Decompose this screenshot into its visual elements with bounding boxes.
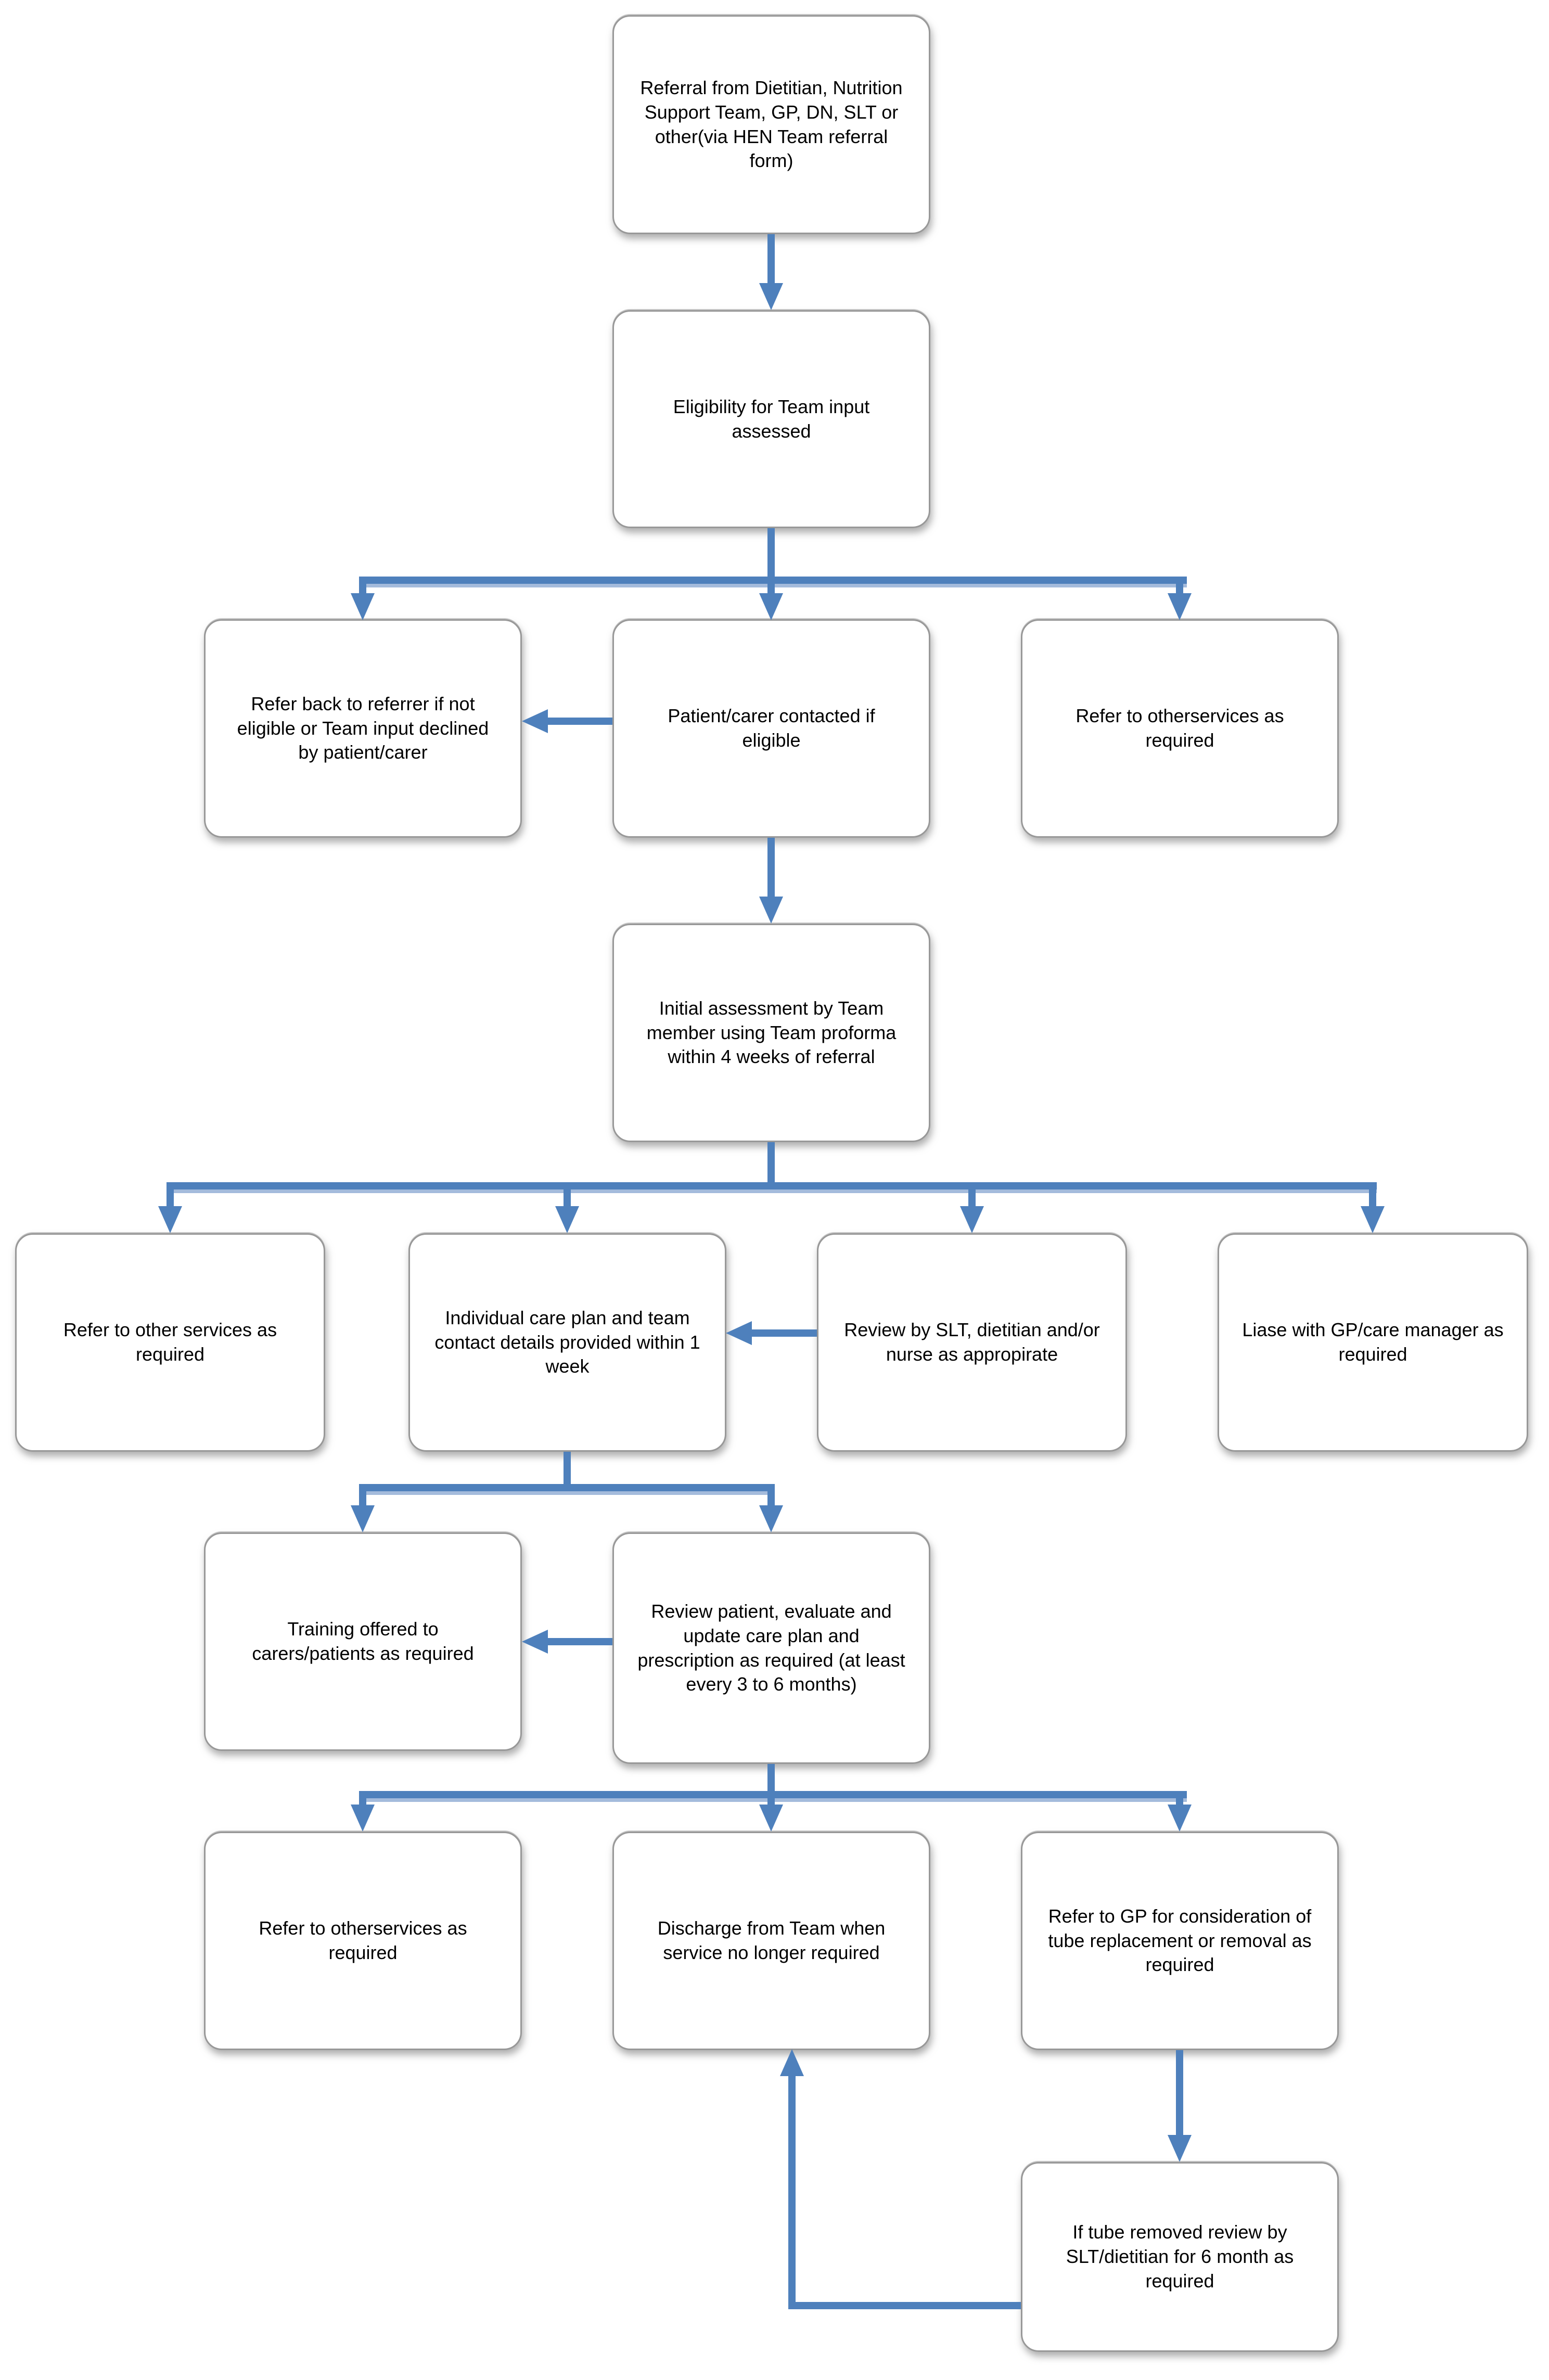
connector-refergp-tuberemoved: [1176, 2050, 1183, 2136]
arrowhead-down-icon: [351, 1805, 375, 1832]
node-tube-removed: If tube removed review by SLT/dietitian …: [1021, 2162, 1339, 2352]
connector-drop-refer-other-bottom: [359, 1798, 366, 1806]
connector-drop-discharge: [767, 1798, 775, 1806]
arrowhead-down-icon: [759, 1505, 783, 1532]
node-refer-other-top: Refer to otherservices as required: [1021, 619, 1339, 838]
node-discharge: Discharge from Team when service no long…: [612, 1832, 930, 2050]
connector-split-bar-4: [359, 1791, 1187, 1802]
arrowhead-left-icon: [522, 709, 548, 733]
connector-drop-refer-other-top: [1176, 584, 1183, 595]
connector-eligibility-stem: [767, 528, 775, 580]
arrowhead-down-icon: [759, 897, 783, 924]
connector-drop-review-slt: [968, 1189, 976, 1207]
connector-reviewslt-careplan: [752, 1329, 817, 1337]
node-refer-other-bottom: Refer to otherservices as required: [204, 1832, 522, 2050]
arrowhead-down-icon: [1168, 2135, 1192, 2162]
connector-split-bar-3: [359, 1484, 775, 1495]
connector-drop-liaise-gp: [1369, 1189, 1376, 1207]
node-initial-assessment: Initial assessment by Team member using …: [612, 924, 930, 1142]
arrowhead-left-icon: [726, 1321, 752, 1345]
connector-drop-review-patient: [767, 1491, 775, 1506]
connector-drop-care-plan: [564, 1189, 571, 1207]
connector-initial-stem: [767, 1142, 775, 1187]
arrowhead-down-icon: [1361, 1206, 1385, 1233]
node-refer-gp-tube: Refer to GP for consideration of tube re…: [1021, 1832, 1339, 2050]
node-referral: Referral from Dietitian, Nutrition Suppo…: [612, 15, 930, 234]
node-patient-contacted: Patient/carer contacted if eligible: [612, 619, 930, 838]
connector-drop-training: [359, 1491, 366, 1506]
connector-reviewpatient-training: [548, 1638, 612, 1645]
connector-drop-refer-back: [359, 584, 366, 595]
connector-drop-refer-gp: [1176, 1798, 1183, 1806]
node-care-plan: Individual care plan and team contact de…: [408, 1233, 726, 1452]
arrowhead-down-icon: [1168, 593, 1192, 620]
arrowhead-up-icon: [780, 2049, 804, 2076]
node-training: Training offered to carers/patients as r…: [204, 1532, 522, 1751]
arrowhead-down-icon: [759, 1805, 783, 1832]
connector-reviewpatient-stem: [767, 1764, 775, 1796]
connector-split-bar-1: [359, 577, 1187, 587]
arrowhead-down-icon: [555, 1206, 579, 1233]
connector-referral-eligibility: [767, 234, 775, 284]
node-refer-other-mid: Refer to other services as required: [15, 1233, 325, 1452]
arrowhead-down-icon: [759, 593, 783, 620]
connector-tuberemoved-elbow-h: [788, 2302, 1021, 2309]
connector-patient-initial: [767, 838, 775, 899]
node-liaise-gp: Liase with GP/care manager as required: [1218, 1233, 1528, 1452]
connector-drop-refer-other-mid: [167, 1189, 174, 1207]
node-review-patient: Review patient, evaluate and update care…: [612, 1532, 930, 1764]
connector-patient-referback: [548, 718, 612, 725]
arrowhead-down-icon: [1168, 1805, 1192, 1832]
arrowhead-left-icon: [522, 1630, 548, 1654]
arrowhead-down-icon: [759, 283, 783, 310]
node-eligibility: Eligibility for Team input assessed: [612, 310, 930, 528]
connector-careplan-stem: [564, 1452, 571, 1489]
arrowhead-down-icon: [158, 1206, 182, 1233]
connector-drop-patient-contacted: [767, 584, 775, 595]
node-review-slt: Review by SLT, dietitian and/or nurse as…: [817, 1233, 1127, 1452]
arrowhead-down-icon: [351, 593, 375, 620]
arrowhead-down-icon: [960, 1206, 984, 1233]
arrowhead-down-icon: [351, 1505, 375, 1532]
connector-tuberemoved-elbow-v: [788, 2076, 796, 2309]
connector-split-bar-2: [167, 1182, 1377, 1193]
node-refer-back: Refer back to referrer if not eligible o…: [204, 619, 522, 838]
